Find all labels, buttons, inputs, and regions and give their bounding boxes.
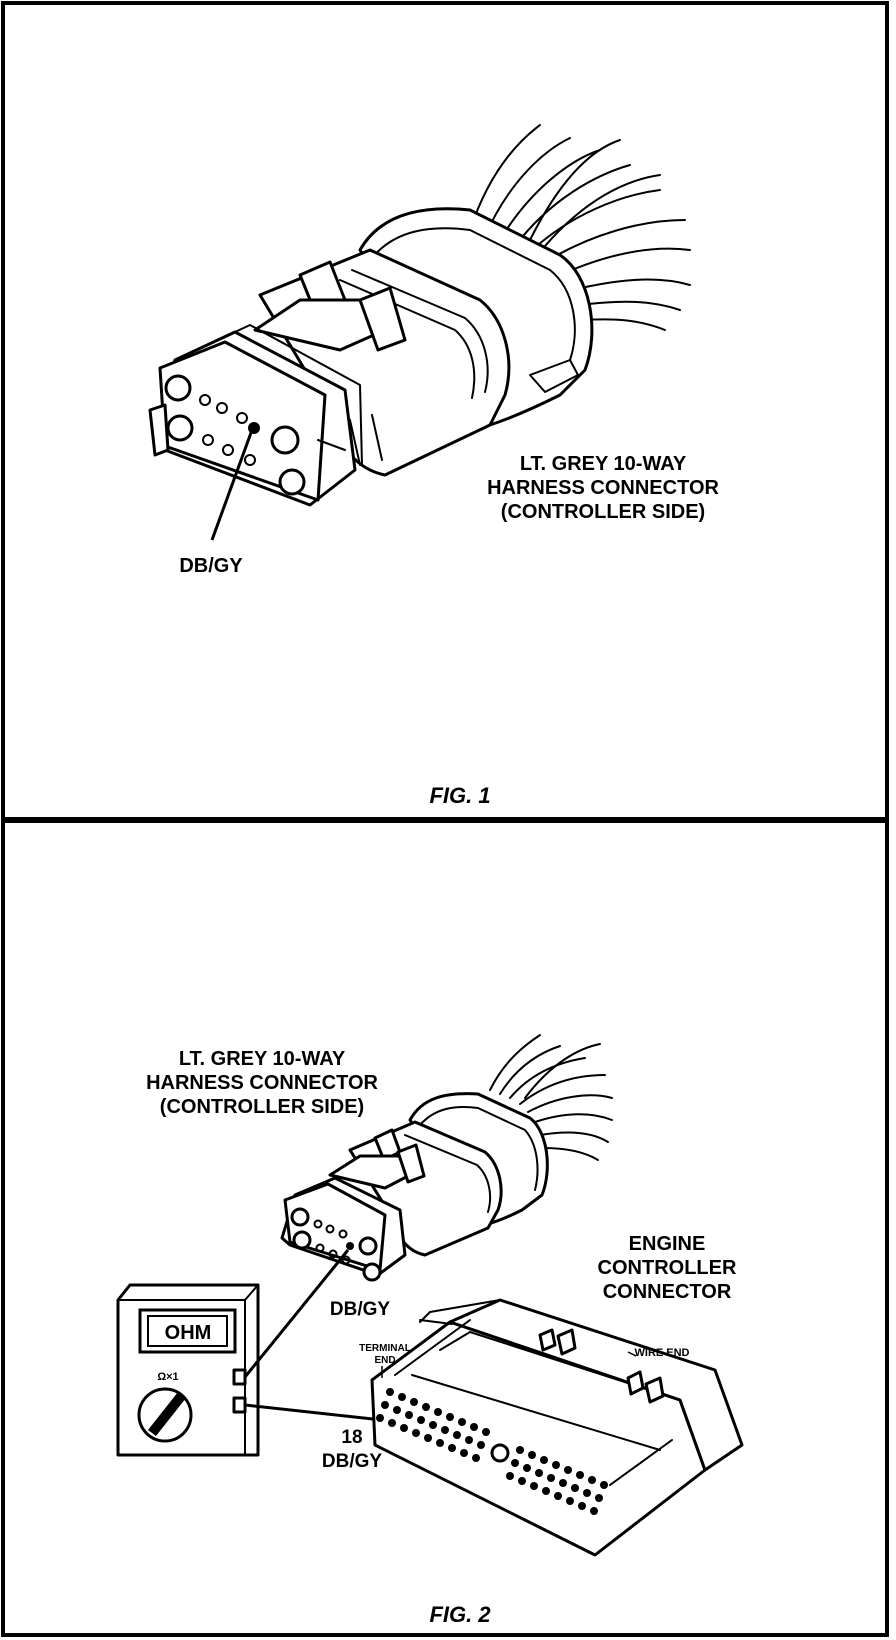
ohmmeter-jack-bottom [232,1396,247,1414]
terminal-end-label-line-1: TERMINAL [359,1343,411,1354]
ecu-label-line-2: CONTROLLER [598,1257,737,1279]
figure-2-connector-label-line-1: LT. GREY 10-WAY [179,1048,346,1070]
ohmmeter-display-text: OHM [165,1322,212,1344]
figure-2-frame [1,819,889,1637]
ecu-pins [376,1388,608,1515]
ecu-label-line-3: CONNECTOR [603,1281,732,1303]
figure-2-db-gy-pin [346,1242,354,1250]
figure-1-leader-line [210,429,254,541]
figure-1-pin-label: DB/GY [179,555,243,577]
engine-controller-connector [370,1298,744,1557]
figure-1-caption: FIG. 1 [429,783,490,808]
figure-1-wires [469,124,691,331]
figure-2-caption: FIG. 2 [429,1602,491,1627]
test-lead-to-ecu [244,1403,383,1422]
figure-1-connector-label-line-1: LT. GREY 10-WAY [520,453,687,475]
figure-1-connector [148,124,691,541]
wire-gauge-label: 18 [341,1427,362,1448]
terminal-end-label-line-2: END [374,1355,395,1366]
figure-2-connector-label-line-3: (CONTROLLER SIDE) [160,1096,364,1118]
figure-2-harness-connector [280,1034,613,1282]
figure-2-wires [489,1034,613,1161]
figure-1-connector-label-line-3: (CONTROLLER SIDE) [501,501,705,523]
ohmmeter-range-label: Ω×1 [157,1371,178,1383]
wire-end-label: WIRE END [635,1347,690,1359]
figure-1-connector-label-line-2: HARNESS CONNECTOR [487,477,719,499]
ecu-label-line-1: ENGINE [629,1233,706,1255]
figure-2-connector-label-line-2: HARNESS CONNECTOR [146,1072,378,1094]
test-lead-to-harness [243,1249,350,1378]
wire-color-label: DB/GY [322,1451,383,1472]
figure-2-pins [290,1207,382,1282]
ohmmeter: OHM Ω×1 [116,1283,260,1457]
figure-2-pin-label: DB/GY [330,1299,391,1320]
ohmmeter-jack-top [232,1368,247,1386]
